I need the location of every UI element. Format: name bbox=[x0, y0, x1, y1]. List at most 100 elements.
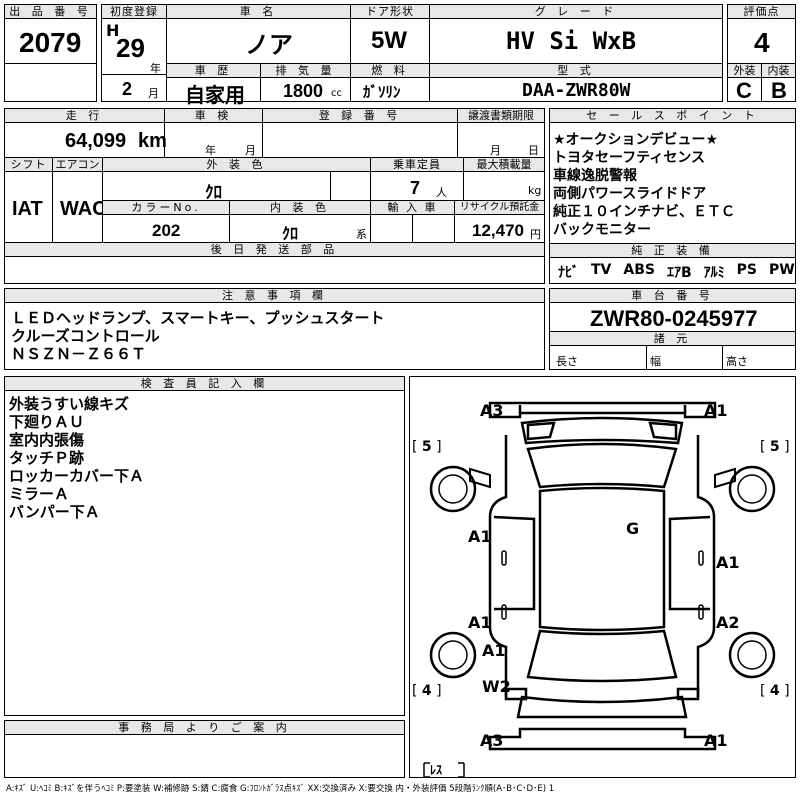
inspector-line: 下廻りＡＵ bbox=[9, 413, 85, 431]
mark-rear-right: A1 bbox=[704, 731, 728, 750]
history-label: 車 歴 bbox=[167, 64, 260, 78]
max-load-unit: kg bbox=[528, 184, 542, 197]
length-label: 長さ bbox=[556, 355, 578, 368]
interior-grade: B bbox=[771, 78, 787, 103]
equipment-item: ABS bbox=[623, 262, 655, 278]
lot-number: 2079 bbox=[19, 27, 82, 58]
exterior-grade: C bbox=[736, 78, 752, 103]
reg-month: 2 bbox=[122, 79, 133, 99]
car-name-box: 車 名 ノア bbox=[166, 4, 351, 64]
exterior-grade-box: 外装 C bbox=[727, 63, 762, 103]
lot-number-box: 出 品 番 号 2079 bbox=[4, 4, 97, 102]
color-no-label: カラーNo. bbox=[103, 201, 229, 215]
legend: A:ｷｽﾞ U:ﾍｺﾐ B:ｷｽﾞを伴うﾍｺﾐ P:要塗装 W:補修跡 S:錆 … bbox=[6, 784, 555, 794]
reg-no-label: 登 録 番 号 bbox=[263, 109, 457, 123]
score-label: 評価点 bbox=[728, 5, 795, 19]
recycle-fee: 12,470 bbox=[472, 221, 524, 240]
month-unit: 月 bbox=[148, 87, 159, 100]
bracket-right-front: [ 5 ] bbox=[760, 439, 790, 455]
car-outline-diagram bbox=[423, 401, 776, 777]
era: H bbox=[106, 21, 120, 40]
ac: WAC bbox=[60, 198, 107, 220]
door-type: 5W bbox=[371, 27, 407, 54]
inspection-label: 車 検 bbox=[165, 109, 262, 123]
interior-label: 内装 bbox=[762, 64, 795, 78]
ext-color-label: 外 装 色 bbox=[103, 158, 370, 172]
mileage-unit: km bbox=[138, 130, 167, 152]
int-color-label: 内 装 色 bbox=[230, 201, 370, 215]
sales-point: 車線逸脱警報 bbox=[553, 168, 637, 184]
displacement-label: 排 気 量 bbox=[261, 64, 350, 78]
car-name-label: 車 名 bbox=[167, 5, 350, 19]
inspection-month-unit: 月 bbox=[245, 144, 256, 157]
sales-point: 純正１０インチナビ、ＥＴＣ bbox=[553, 204, 735, 220]
mark-left-front-wheel: 5 bbox=[421, 439, 432, 455]
score-box: 評価点 4 bbox=[727, 4, 796, 64]
door-box: ドア形状 5W bbox=[350, 4, 430, 64]
grade-label: グ レ ー ド bbox=[430, 5, 722, 19]
office-box: 事 務 局 よ り ご 案 内 bbox=[4, 720, 405, 778]
year-unit: 年 bbox=[150, 62, 161, 75]
width-label: 幅 bbox=[650, 355, 661, 368]
sales-points-label: セ ー ル ス ポ イ ン ト bbox=[550, 109, 795, 123]
equipment-item: ｴｱB bbox=[666, 265, 692, 281]
score: 4 bbox=[754, 27, 770, 58]
fuel-box: 燃 料 ｶﾞｿﾘﾝ bbox=[350, 63, 430, 102]
inspector-notes: 外装うすい線キズ 下廻りＡＵ 室内内張傷 タッチＰ跡 ロッカーカバー下Ａ ミラー… bbox=[9, 395, 144, 521]
chassis-box: 車 台 番 号 ZWR80-0245977 諸 元 長さ 幅 高さ bbox=[549, 288, 796, 370]
mark-right-front-wheel: 5 bbox=[769, 439, 780, 455]
transfer-month-unit: 月 bbox=[490, 144, 501, 157]
inspector-line: 室内内張傷 bbox=[9, 431, 85, 449]
int-color: ｸﾛ bbox=[282, 224, 299, 243]
car-name: ノア bbox=[245, 31, 293, 59]
notes-list: ＬＥＤヘッドランプ、スマートキー、プッシュスタート クルーズコントロール ＮＳＺ… bbox=[11, 309, 385, 363]
shift: IAT bbox=[12, 198, 43, 220]
bracket-right-rear: [ 4 ] bbox=[760, 683, 790, 699]
first-registration-label: 初度登録 bbox=[102, 5, 166, 19]
inspector-line: バンパー下Ａ bbox=[9, 503, 100, 521]
inspector-line: ミラーＡ bbox=[9, 485, 70, 503]
model-box: 型 式 DAA-ZWR80W bbox=[429, 63, 723, 102]
inspector-line: ロッカーカバー下Ａ bbox=[9, 467, 145, 485]
inspector-label: 検 査 員 記 入 欄 bbox=[5, 377, 404, 391]
color-no: 202 bbox=[152, 221, 181, 240]
reg-year: 29 bbox=[116, 33, 145, 63]
equipment-item: PW bbox=[769, 262, 795, 278]
equipment-label: 純 正 装 備 bbox=[550, 244, 795, 258]
equipment-item: ﾅﾋﾞ bbox=[558, 265, 579, 281]
capacity: 7 bbox=[410, 178, 421, 198]
sales-point: ★オークションデビュー★ bbox=[553, 132, 719, 148]
sales-point: 両側パワースライドドア bbox=[553, 186, 707, 202]
inspector-box: 検 査 員 記 入 欄 外装うすい線キズ 下廻りＡＵ 室内内張傷 タッチＰ跡 ロ… bbox=[4, 376, 405, 716]
transfer-label: 譲渡書類期限 bbox=[458, 109, 544, 123]
mark-left-rear-wheel: 4 bbox=[421, 683, 432, 699]
model-label: 型 式 bbox=[430, 64, 722, 78]
equipment-item: ｱﾙﾐ bbox=[703, 265, 725, 281]
capacity-label: 乗車定員 bbox=[371, 158, 463, 172]
mark-left-front-door: A1 bbox=[468, 527, 492, 546]
sales-point: トヨタセーフティセンス bbox=[553, 150, 706, 166]
mark-left-rocker: A1 bbox=[482, 641, 506, 660]
height-label: 高さ bbox=[726, 355, 748, 368]
displacement-box: 排 気 量 1800 cc bbox=[260, 63, 351, 102]
capacity-unit: 人 bbox=[436, 186, 447, 199]
sales-points-box: セ ー ル ス ポ イ ン ト ★オークションデビュー★ トヨタセーフティセンス… bbox=[549, 108, 796, 284]
sales-point: バックモニター bbox=[553, 222, 651, 238]
mark-front-right: A1 bbox=[704, 401, 728, 420]
mark-front-left: A3 bbox=[480, 401, 504, 420]
interior-grade-box: 内装 B bbox=[761, 63, 796, 103]
first-registration-box: 初度登録 H 29 年 2 月 bbox=[101, 4, 167, 102]
grade-box: グ レ ー ド HV Si WxB bbox=[429, 4, 723, 64]
history: 自家用 bbox=[185, 83, 245, 107]
chassis-number: ZWR80-0245977 bbox=[590, 306, 758, 331]
mark-rear-left: A3 bbox=[480, 731, 504, 750]
mileage-label: 走 行 bbox=[5, 109, 164, 123]
ac-label: エアコン bbox=[53, 158, 102, 172]
mark-right-rear-wheel: 4 bbox=[769, 683, 780, 699]
note-line: クルーズコントロール bbox=[11, 327, 160, 345]
lot-number-label: 出 品 番 号 bbox=[5, 5, 96, 19]
mileage: 64,099 bbox=[65, 130, 127, 152]
inspector-line: 外装うすい線キズ bbox=[9, 395, 130, 413]
inspector-line: タッチＰ跡 bbox=[9, 449, 85, 467]
grade: HV Si WxB bbox=[506, 27, 637, 55]
